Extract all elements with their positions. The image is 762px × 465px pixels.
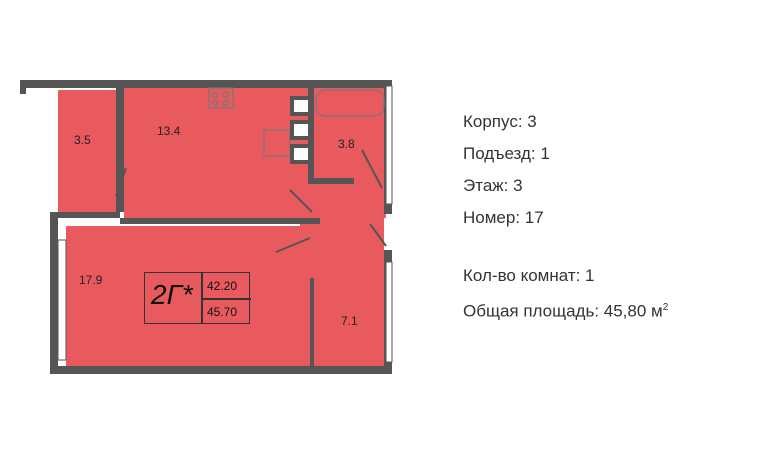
doors — [115, 149, 387, 253]
info-entrance: Подъезд: 1 — [463, 144, 550, 163]
fixtures — [208, 87, 385, 157]
total-area-value: 45.70 — [207, 305, 238, 319]
bathroom-walls — [290, 96, 312, 164]
apartment-info: Корпус: 3 Подъезд: 1 Этаж: 3 Номер: 17 К… — [463, 110, 753, 328]
room-area-hallway: 7.1 — [341, 314, 358, 328]
floor-plan: 3.5 13.4 3.8 17.9 7.1 2Г* 42.20 45.70 — [20, 80, 393, 374]
info-total-area-unit-sup: 2 — [662, 302, 669, 313]
apartment-code: 2Г* — [151, 279, 193, 310]
balcony-fill — [58, 90, 118, 212]
info-total-area-label: Общая площадь: 45,80 м — [463, 301, 663, 321]
room-area-balcony: 3.5 — [74, 133, 91, 147]
apartment-code-box: 2Г* 42.20 45.70 — [144, 272, 251, 324]
floor-plan-drawing — [20, 80, 393, 374]
room-area-bathroom: 3.8 — [338, 137, 355, 151]
info-number: Номер: 17 — [463, 208, 544, 227]
code-hdivider — [201, 298, 251, 300]
info-floor: Этаж: 3 — [463, 176, 523, 195]
info-rooms-count: Кол-во комнат: 1 — [463, 266, 595, 285]
kitchen-fill — [124, 88, 386, 218]
info-building: Корпус: 3 — [463, 112, 537, 131]
living-area-value: 42.20 — [207, 279, 238, 293]
info-total-area: Общая площадь: 45,80 м2 — [463, 296, 753, 328]
room-area-kitchen: 13.4 — [157, 124, 181, 138]
room-area-living: 17.9 — [79, 273, 103, 287]
